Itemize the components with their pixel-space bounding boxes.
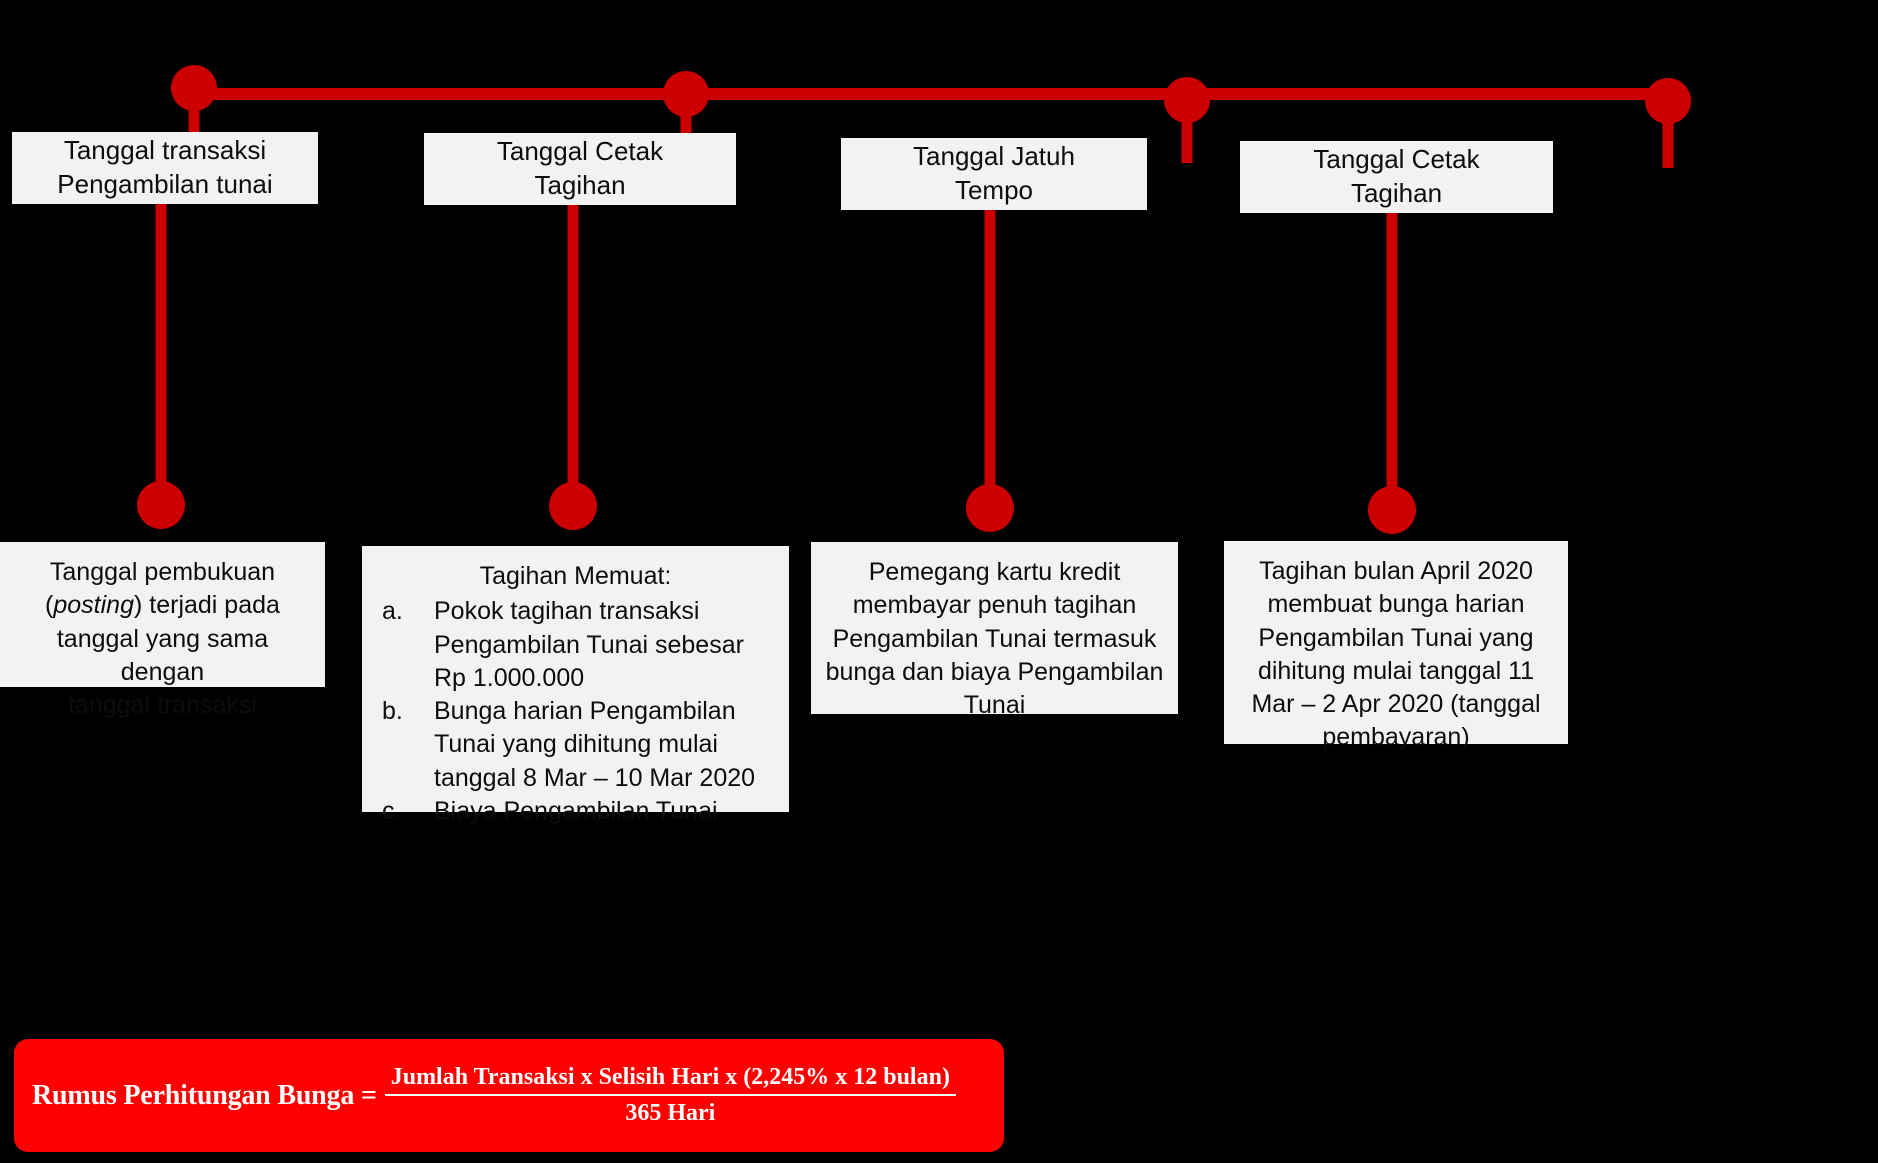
timeline-end-dot-1 (137, 481, 185, 529)
detail-2-list: a. Pokok tagihan transaksi Pengambilan Tu… (376, 595, 775, 828)
detail-1-line3: tanggal yang sama dengan (56, 624, 269, 686)
timeline-stem-top-1 (188, 95, 200, 155)
milestone-2-line2: Tagihan (534, 170, 626, 200)
detail-box-3: Pemegang kartu kredit membayar penuh tag… (811, 542, 1178, 719)
detail-2-item-b-marker: b. (382, 697, 403, 725)
detail-box-4: Tagihan bulan April 2020 membuat bunga h… (1224, 541, 1568, 751)
milestone-4-line1: Tanggal Cetak (1313, 144, 1480, 175)
timeline-stem-bottom-2 (567, 205, 579, 505)
formula-label: Rumus Perhitungan Bunga = (32, 1079, 377, 1111)
timeline-end-dot-4 (1368, 486, 1416, 534)
detail-1-emphasis-close: ) terjadi pada (134, 591, 280, 620)
detail-1-emphasis: posting (53, 591, 134, 620)
timeline-stem-top-3 (1181, 105, 1193, 163)
milestone-1-line1: Tanggal transaksi (63, 135, 267, 166)
detail-4-text: Tagihan bulan April 2020 membuat bunga h… (1251, 557, 1541, 752)
milestone-box-4: Tanggal Cetak Tagihan (1240, 141, 1553, 213)
list-item: c. Biaya Pengambilan Tunai (376, 795, 775, 828)
timeline-stem-bottom-4 (1386, 213, 1398, 506)
timeline-stem-bottom-3 (984, 210, 996, 506)
timeline-stem-bottom-1 (155, 204, 167, 504)
milestone-box-3: Tanggal Jatuh Tempo (841, 138, 1147, 210)
detail-1-line4: tanggal transaksi (67, 691, 257, 719)
timeline-rail (194, 88, 1672, 100)
detail-3-text: Pemegang kartu kredit membayar penuh tag… (825, 558, 1164, 719)
milestone-box-2: Tanggal Cetak Tagihan (424, 133, 736, 205)
detail-box-1: Tanggal pembukuan (posting) terjadi pada… (0, 542, 325, 719)
milestone-3-line2: Tempo (954, 175, 1034, 205)
detail-2-item-a-marker: a. (382, 597, 403, 626)
timeline-end-dot-3 (966, 484, 1014, 532)
timeline-stem-top-4 (1662, 108, 1674, 168)
formula-numerator: Jumlah Transaksi x Selisih Hari x (2,245… (390, 1064, 950, 1091)
detail-2-item-a-text: Pokok tagihan transaksi Pengambilan Tuna… (434, 597, 744, 692)
detail-2-item-b-text: Bunga harian Pengambilan Tunai yang dihi… (434, 697, 756, 792)
timeline-end-dot-2 (549, 482, 597, 530)
formula-fraction-bar (384, 1094, 956, 1096)
milestone-4-line2: Tagihan (1350, 178, 1443, 208)
detail-box-2: Tagihan Memuat: a. Pokok tagihan transaks… (362, 546, 789, 825)
milestone-1-line2: Pengambilan tunai (57, 169, 273, 199)
milestone-2-line1: Tanggal Cetak (496, 136, 664, 167)
milestone-box-1: Tanggal transaksi Pengambilan tunai (12, 132, 318, 204)
list-item: b. Bunga harian Pengambilan Tunai yang di… (376, 695, 775, 795)
list-item: a. Pokok tagihan transaksi Pengambilan Tu… (376, 595, 775, 695)
milestone-3-line1: Tanggal Jatuh (913, 141, 1075, 172)
detail-2-item-c-marker: c. (382, 796, 402, 825)
interest-formula-bar: Rumus Perhitungan Bunga = Jumlah Transak… (14, 1039, 1004, 1152)
detail-1-line1: Tanggal pembukuan (49, 558, 276, 586)
detail-1-emphasis-open: ( (45, 591, 54, 620)
formula-denominator: 365 Hari (625, 1100, 716, 1126)
detail-2-item-c-text: Biaya Pengambilan Tunai (434, 796, 718, 825)
formula-fraction: Jumlah Transaksi x Selisih Hari x (2,245… (384, 1064, 956, 1127)
timeline-stem-top-2 (680, 100, 692, 158)
detail-2-title: Tagihan Memuat: (479, 562, 672, 590)
